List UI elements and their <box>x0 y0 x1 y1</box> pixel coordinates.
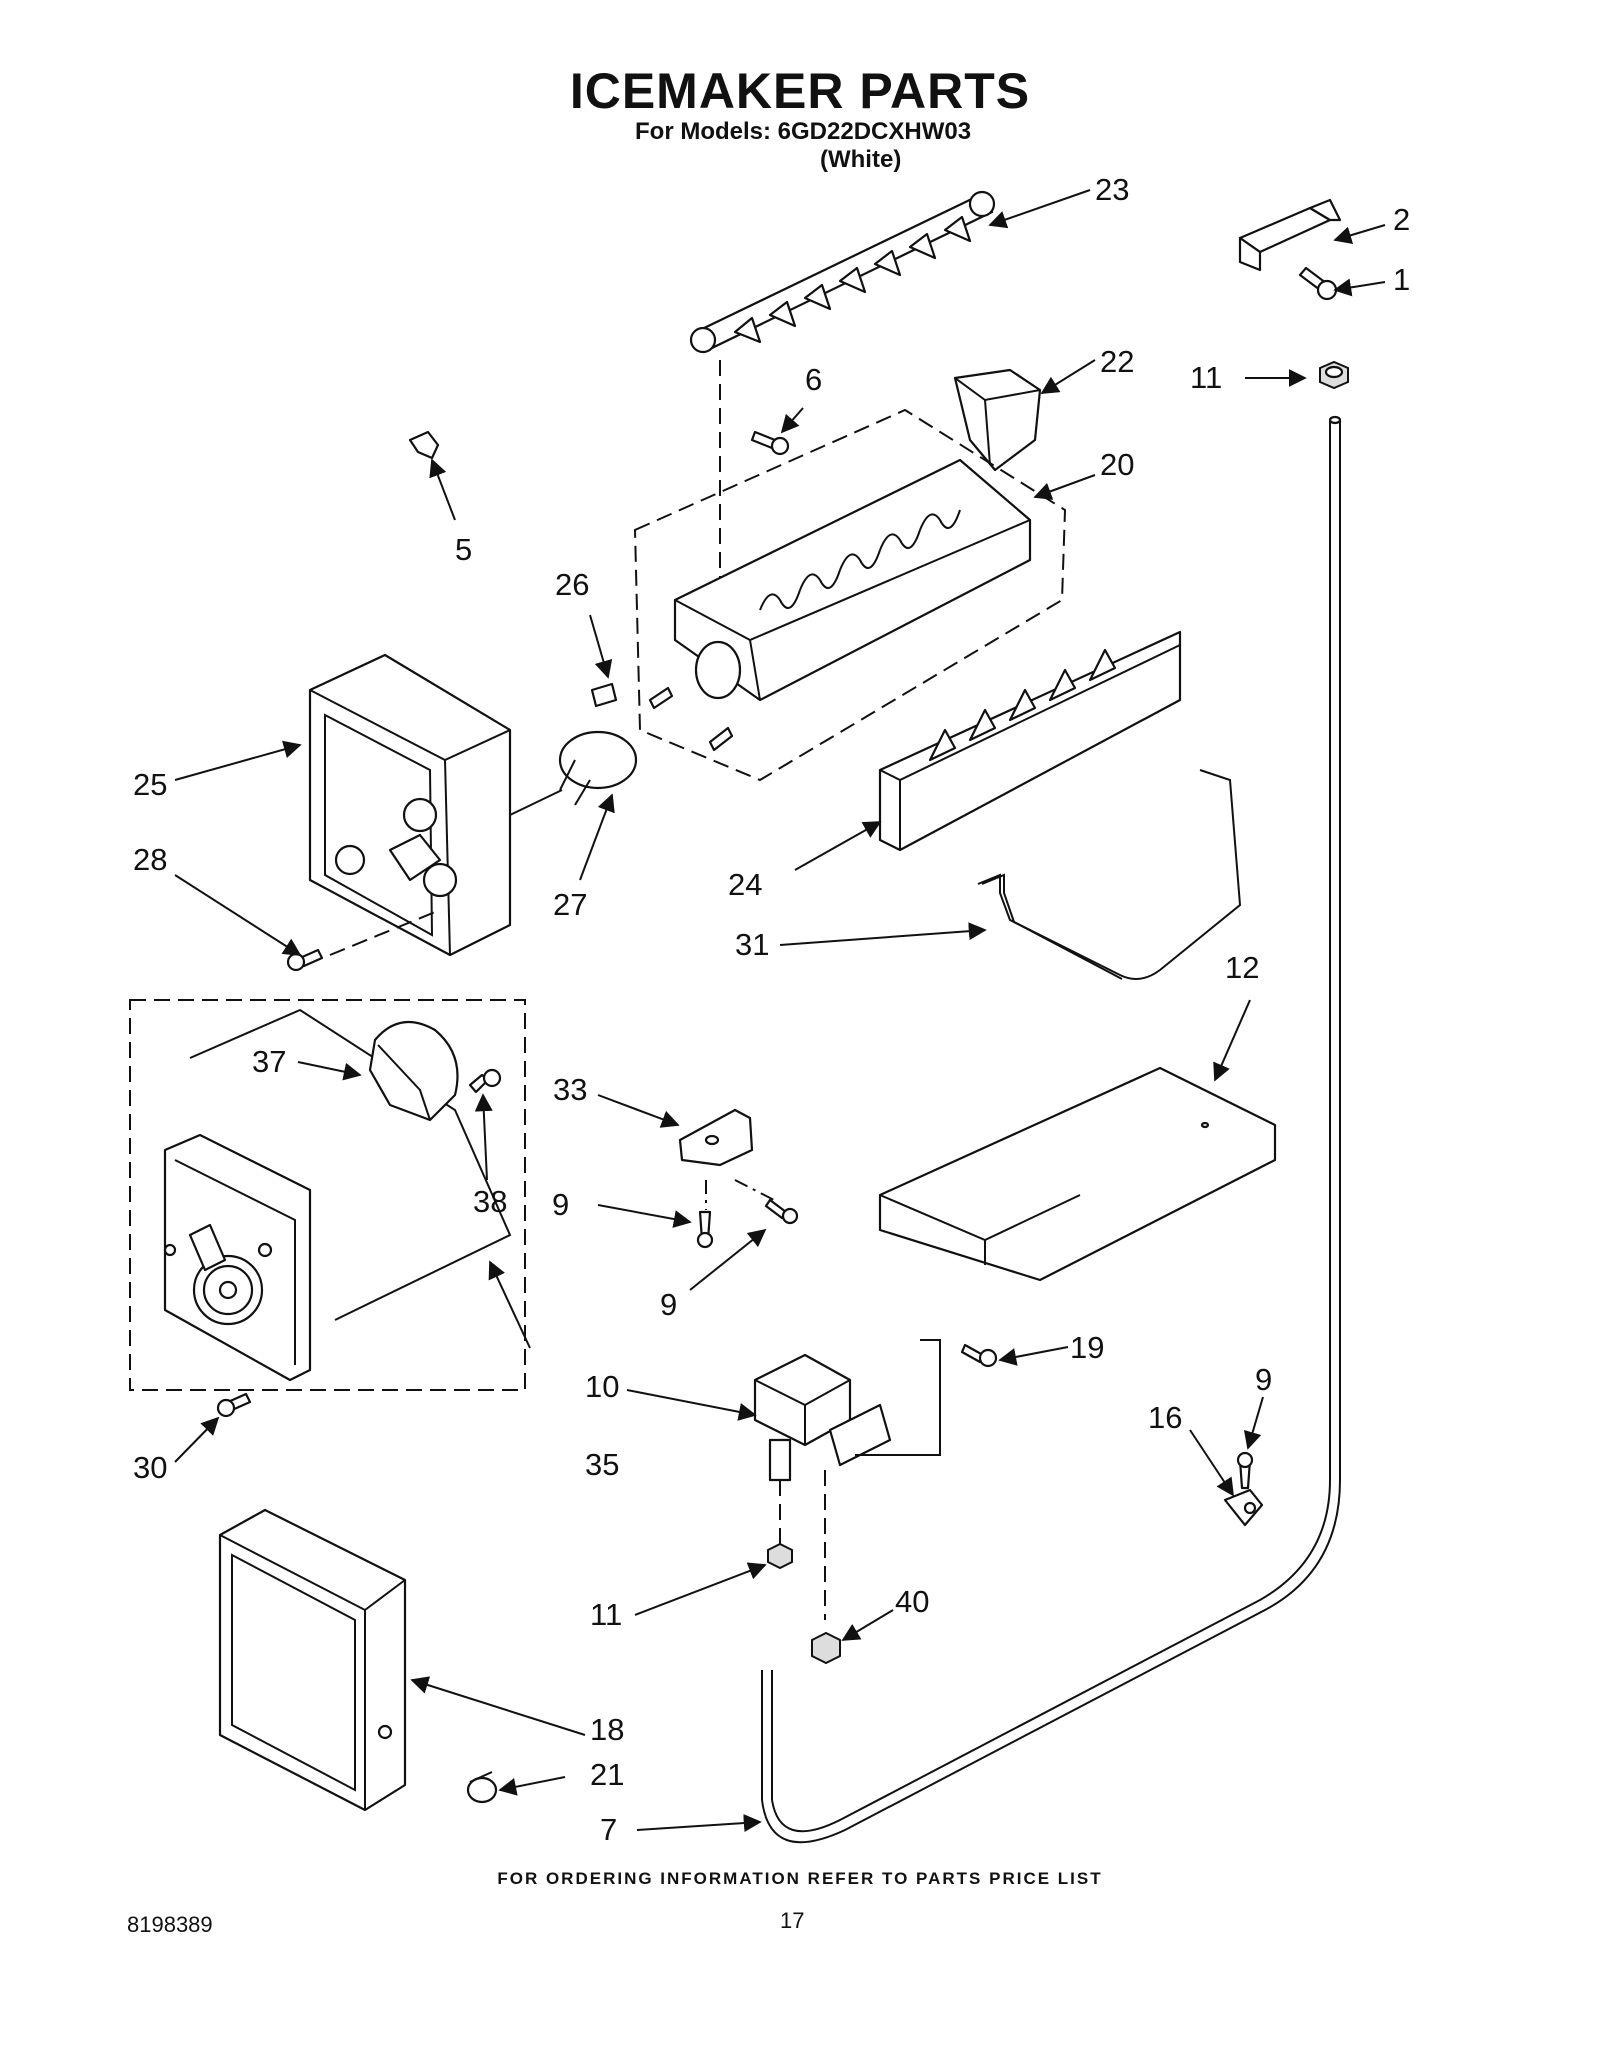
callout-37: 37 <box>252 1044 286 1079</box>
color-label: (White) <box>820 146 902 173</box>
housing-25 <box>308 653 512 957</box>
thermostat-27 <box>558 730 638 806</box>
screw-9b <box>764 1198 799 1225</box>
callout-9-right: 9 <box>1255 1362 1272 1397</box>
clip-26 <box>590 682 618 708</box>
valve-10 <box>753 1353 892 1482</box>
motor-37 <box>368 1020 459 1122</box>
fill-cup-22 <box>953 368 1042 472</box>
ejector-part <box>689 190 996 354</box>
callout-11-bottom: 11 <box>590 1597 622 1632</box>
control-module-35 <box>163 1133 312 1382</box>
callout-11-top: 11 <box>1190 360 1222 395</box>
callout-12: 12 <box>1225 950 1259 985</box>
screw-19 <box>960 1343 998 1368</box>
page-title: ICEMAKER PARTS <box>569 63 1031 119</box>
callout-30: 30 <box>133 1450 167 1485</box>
callout-9-left: 9 <box>552 1187 569 1222</box>
callout-27: 27 <box>553 887 587 922</box>
plug-21 <box>466 1771 498 1804</box>
screw-38 <box>468 1068 502 1094</box>
leader-lines <box>174 189 1386 1833</box>
callout-19: 19 <box>1070 1330 1104 1365</box>
callout-10: 10 <box>585 1369 619 1404</box>
callout-26: 26 <box>555 567 589 602</box>
callout-25: 25 <box>133 767 167 802</box>
callout-20: 20 <box>1100 447 1134 482</box>
callout-labels: 23 2 1 11 22 20 6 5 26 25 27 28 24 31 12… <box>133 172 1410 1847</box>
callout-28: 28 <box>133 842 167 877</box>
callout-33: 33 <box>553 1072 587 1107</box>
callout-9-lower: 9 <box>660 1287 677 1322</box>
callout-24: 24 <box>728 867 762 902</box>
screw-28 <box>286 948 324 972</box>
callout-7: 7 <box>600 1812 617 1847</box>
screw-1 <box>1298 266 1338 301</box>
document-number: 8198389 <box>127 1912 213 1937</box>
callout-31: 31 <box>735 927 769 962</box>
callout-1: 1 <box>1393 262 1410 297</box>
nut-11-bottom <box>767 1542 793 1570</box>
clip-5 <box>408 430 440 460</box>
nut-11-top <box>1319 360 1349 390</box>
callout-16: 16 <box>1148 1400 1182 1435</box>
stripper-24 <box>878 630 1182 852</box>
callout-5: 5 <box>455 532 472 567</box>
clamp-16 <box>1223 1488 1264 1527</box>
screw-9a <box>696 1210 714 1249</box>
nut-40 <box>811 1631 841 1665</box>
callout-40: 40 <box>895 1584 929 1619</box>
callout-6: 6 <box>805 362 822 397</box>
callout-22: 22 <box>1100 344 1134 379</box>
screw-9c <box>1236 1451 1254 1490</box>
callout-2: 2 <box>1393 202 1410 237</box>
callout-35: 35 <box>585 1447 619 1482</box>
models-label: For Models: 6GD22DCXHW03 <box>635 118 972 145</box>
cover-18 <box>218 1508 407 1812</box>
shield-12 <box>878 1066 1277 1282</box>
callout-23: 23 <box>1095 172 1129 207</box>
callout-21: 21 <box>590 1757 624 1792</box>
bracket-part <box>1238 198 1342 272</box>
screw-6 <box>750 430 790 456</box>
screw-30 <box>216 1392 252 1418</box>
page-number: 17 <box>780 1908 805 1933</box>
callout-38: 38 <box>473 1184 507 1219</box>
callout-18: 18 <box>590 1712 624 1747</box>
mold-20 <box>648 458 1032 752</box>
ordering-note: FOR ORDERING INFORMATION REFER TO PARTS … <box>497 1869 1103 1888</box>
bracket-33 <box>678 1108 754 1167</box>
